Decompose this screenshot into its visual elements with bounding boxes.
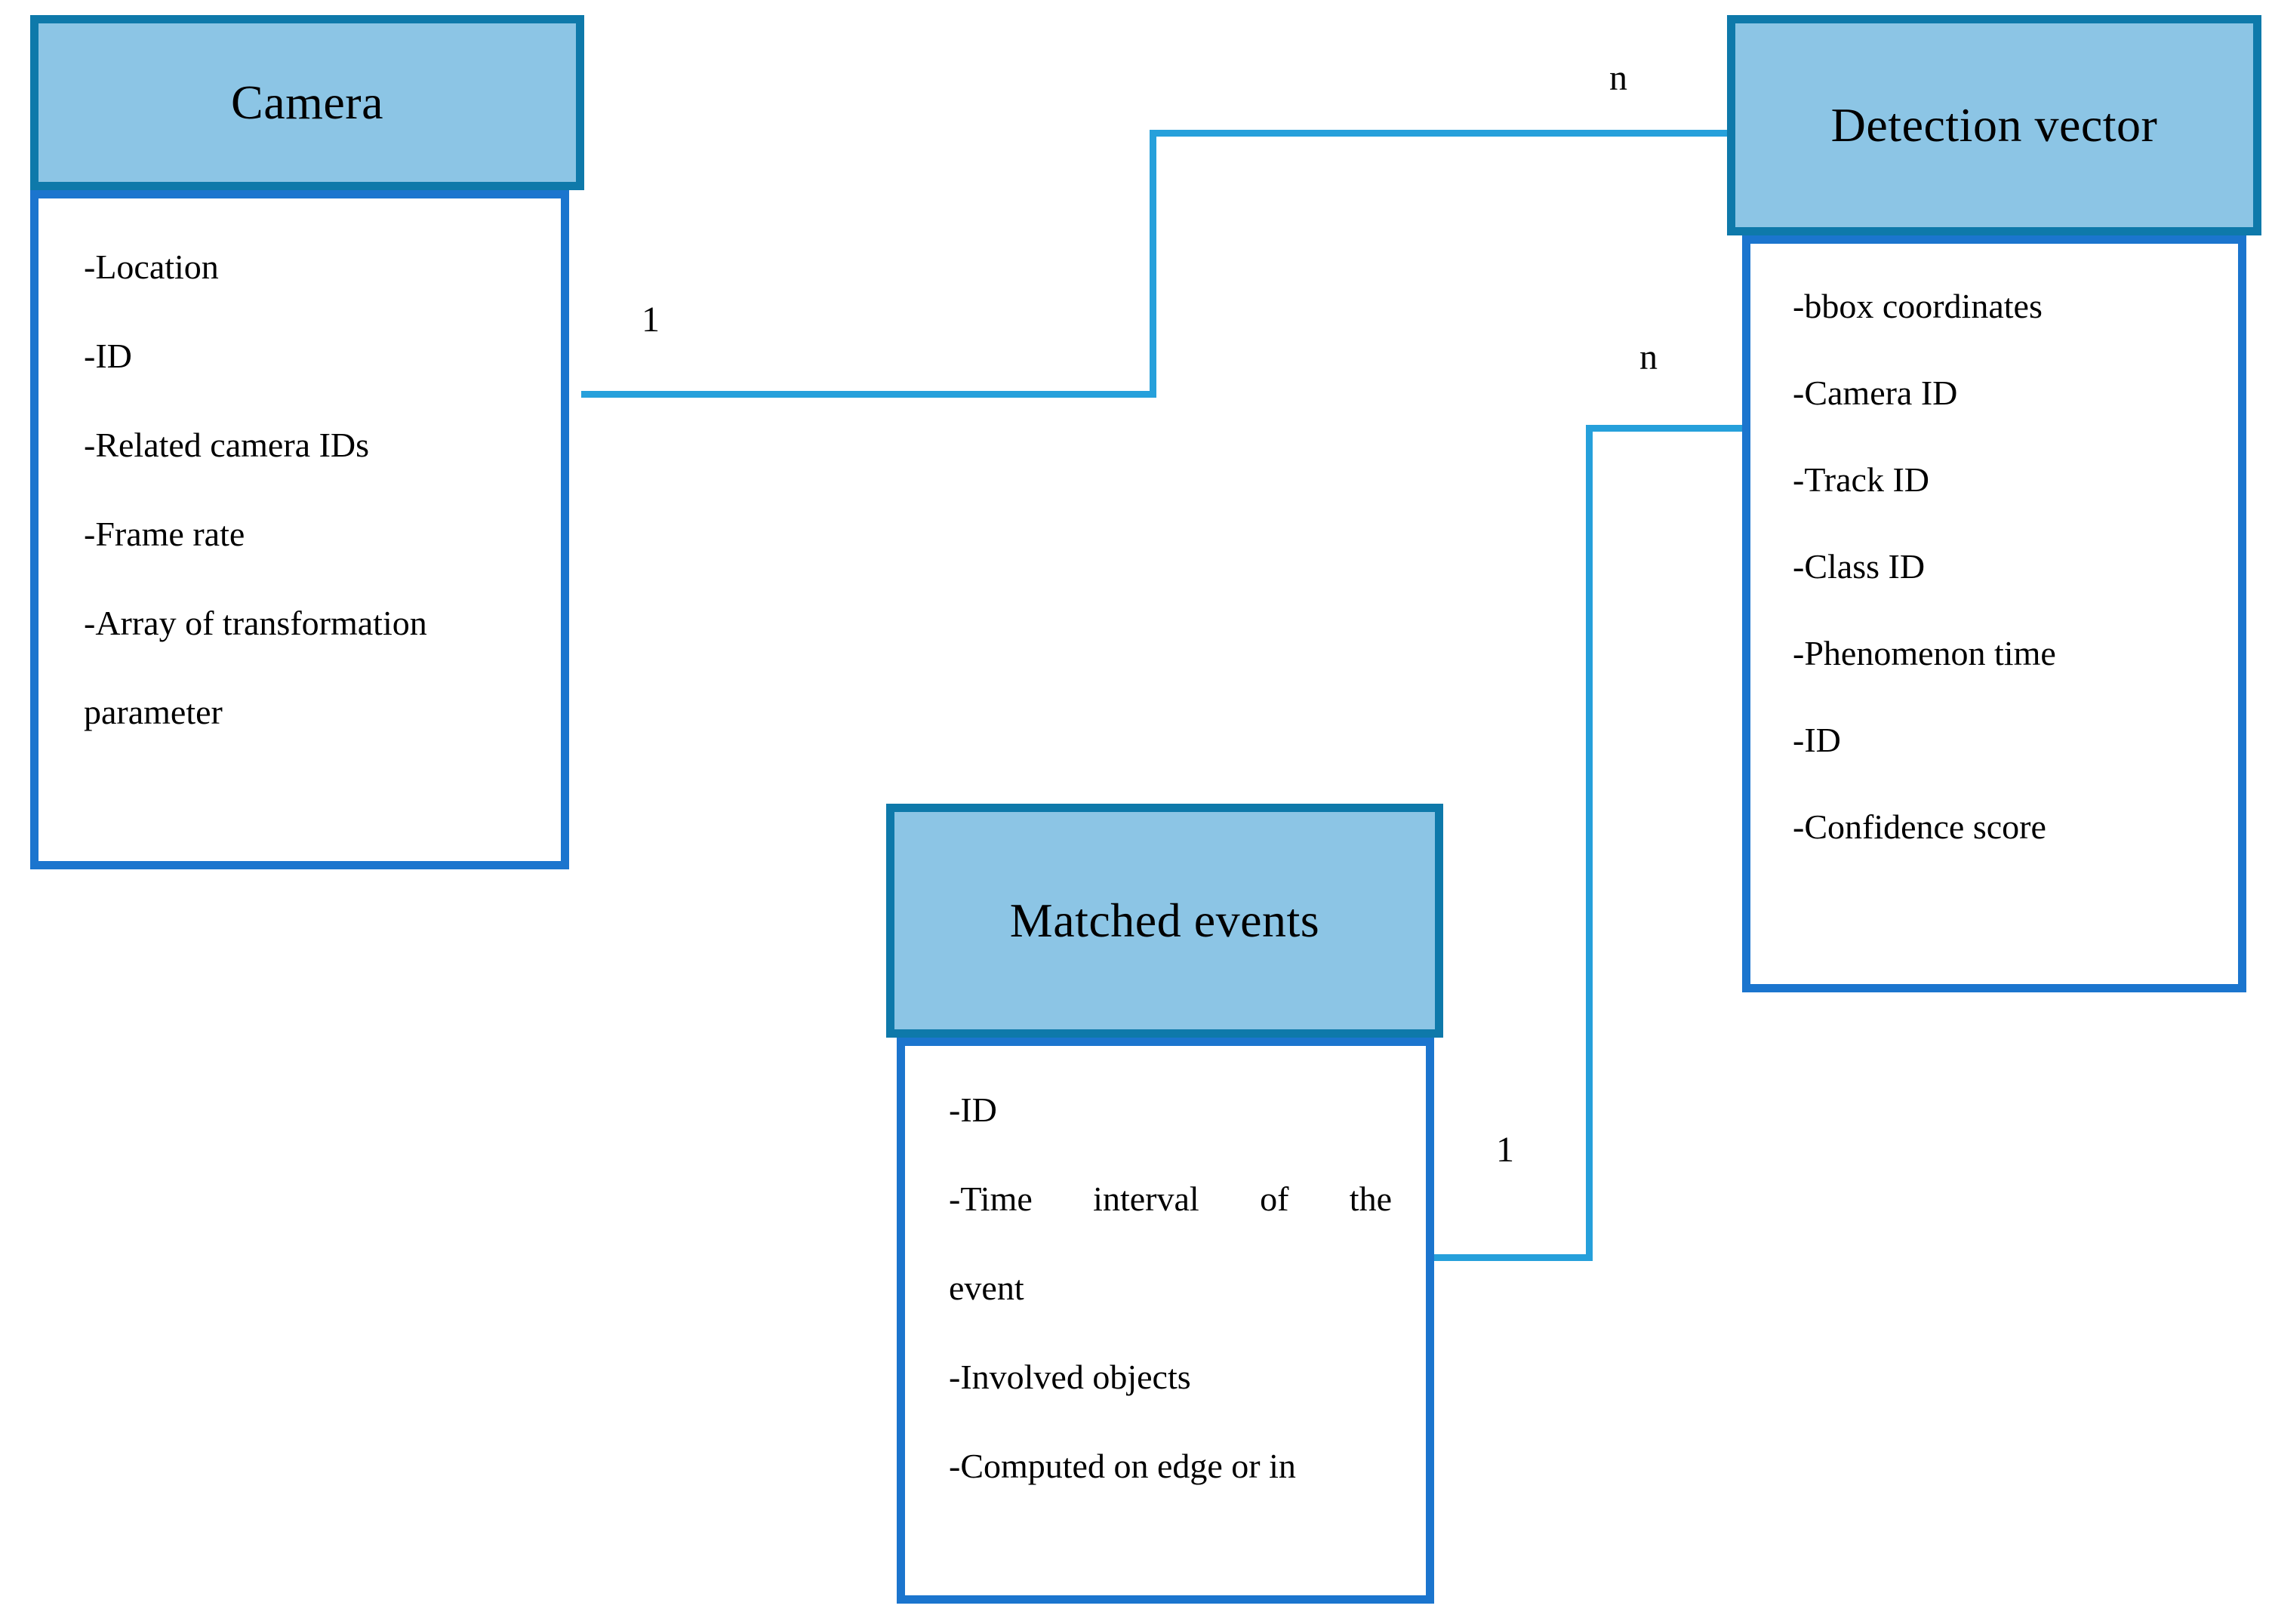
class-body-camera: -Location -ID -Related camera IDs -Frame…: [30, 190, 569, 869]
attribute-item: -ID: [949, 1090, 997, 1129]
attribute-item: -Confidence score: [1793, 807, 2046, 846]
attribute-item: -Array of transformation: [84, 604, 427, 642]
connector-segment-horizontal: [581, 391, 1156, 398]
class-body-detection-vector: -bbox coordinates -Camera ID -Track ID -…: [1742, 235, 2246, 992]
class-header-camera: Camera: [30, 15, 584, 190]
attribute-item: -ID: [84, 337, 132, 375]
attribute-list-matched-events: -ID -Time interval of the event -Involve…: [905, 1093, 1426, 1484]
attribute-list-camera: -Location -ID -Related camera IDs -Frame…: [38, 250, 561, 730]
connector-segment-horizontal: [1429, 1254, 1593, 1261]
attribute-item: -Frame rate: [84, 515, 245, 553]
class-header-detection-vector: Detection vector: [1727, 15, 2261, 235]
attribute-item: event: [949, 1269, 1024, 1307]
attribute-list-detection-vector: -bbox coordinates -Camera ID -Track ID -…: [1750, 289, 2238, 844]
multiplicity-label-matched-events-side: 1: [1496, 1130, 1514, 1170]
class-title-matched-events: Matched events: [1009, 894, 1320, 948]
attribute-item: -Track ID: [1793, 460, 1929, 499]
attribute-item: -Camera ID: [1793, 374, 1958, 412]
attribute-item: -Time interval of the: [949, 1180, 1392, 1218]
attribute-item: parameter: [84, 693, 223, 731]
class-title-camera: Camera: [231, 75, 383, 130]
multiplicity-label-camera-side: 1: [642, 300, 660, 340]
connector-segment-horizontal: [1150, 130, 1732, 137]
attribute-item: -bbox coordinates: [1793, 287, 2043, 325]
connector-segment-horizontal: [1586, 425, 1748, 432]
attribute-item: -Phenomenon time: [1793, 634, 2056, 672]
multiplicity-label-detection-side: n: [1639, 337, 1658, 377]
attribute-item: -ID: [1793, 721, 1841, 759]
connector-segment-vertical: [1150, 130, 1156, 398]
class-title-detection-vector: Detection vector: [1830, 98, 2158, 152]
class-header-matched-events: Matched events: [886, 804, 1443, 1038]
multiplicity-label-detection-side: n: [1609, 58, 1627, 98]
connector-segment-vertical: [1586, 425, 1593, 1261]
attribute-item: -Class ID: [1793, 547, 1926, 586]
attribute-item: -Involved objects: [949, 1358, 1191, 1396]
attribute-item: -Related camera IDs: [84, 426, 370, 464]
attribute-item: -Location: [84, 248, 219, 286]
class-body-matched-events: -ID -Time interval of the event -Involve…: [897, 1038, 1434, 1604]
attribute-item: -Computed on edge or in: [949, 1447, 1296, 1485]
